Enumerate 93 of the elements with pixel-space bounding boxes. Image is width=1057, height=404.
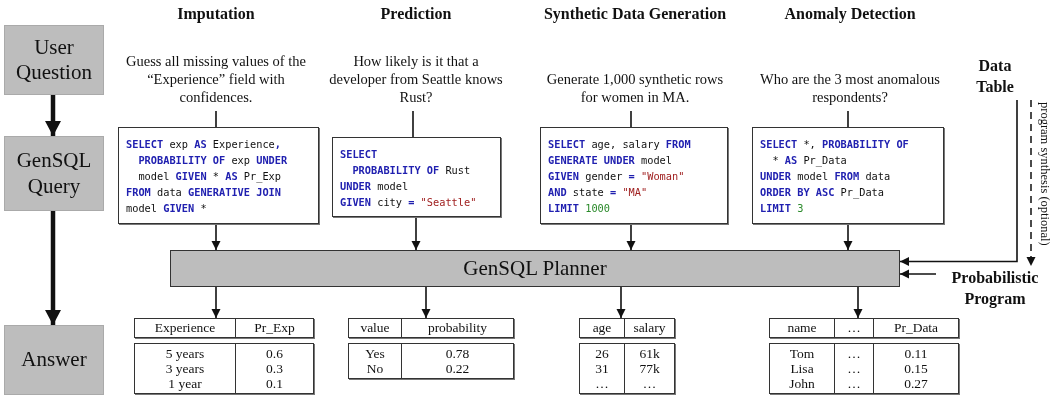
question-text: Generate 1,000 synthetic rows for women in MA. [545, 69, 725, 106]
table-cell: … [834, 343, 874, 361]
code-line: GIVEN city = "Seattle" [340, 195, 477, 210]
connector-line [847, 110, 849, 128]
code-line: PROBABILITY OF exp UNDER [137, 153, 288, 168]
table-cell: Yes [348, 343, 402, 361]
table-cell: … [834, 361, 874, 376]
code-line: GENERATE UNDER model [548, 153, 672, 168]
table-cell: … [624, 376, 675, 394]
table-cell: Lisa [769, 361, 835, 376]
table-cell: 0.22 [401, 361, 514, 379]
code-line: model GIVEN* AS Pr_Exp [137, 169, 281, 184]
table-cell: 61k [624, 343, 675, 361]
table-cell: 26 [579, 343, 625, 361]
table-cell: 0.3 [235, 361, 314, 376]
box-label: Answer [21, 347, 87, 373]
arrow [421, 286, 431, 319]
arrow [899, 99, 1018, 266]
connector-line [630, 110, 632, 128]
header-cell: salary [624, 318, 675, 338]
code-line: LIMIT 1000 [548, 201, 610, 216]
arrow [1026, 99, 1036, 267]
thick-arrow [45, 95, 61, 136]
task-heading: Anomaly Detection [784, 4, 916, 25]
table-cell: John [769, 376, 835, 394]
header-cell: Pr_Exp [235, 318, 314, 338]
code-line: UNDER model [340, 179, 409, 194]
arrow [211, 286, 221, 319]
code-line: AND state = "MA" [548, 185, 648, 200]
arrow [411, 216, 421, 251]
query-box [752, 127, 944, 224]
arrow [843, 223, 853, 251]
query-box [118, 127, 319, 224]
connector-line [412, 110, 414, 138]
code-line: LIMIT 3 [760, 201, 804, 216]
header-cell: age [579, 318, 625, 338]
arrow [616, 286, 626, 319]
table-cell: … [834, 376, 874, 394]
header-cell: … [834, 318, 874, 338]
stage-box [4, 325, 104, 395]
task-heading: Prediction [380, 4, 452, 24]
code-line: model GIVEN* [126, 201, 207, 216]
code-line: SELECT *, PROBABILITY OF [760, 137, 909, 152]
header-cell: value [348, 318, 402, 338]
task-heading: Imputation [177, 4, 255, 25]
table-cell: 0.27 [873, 376, 959, 394]
table-cell: 3 years [134, 361, 236, 376]
code-line: UNDER model FROM data [760, 169, 891, 184]
header-cell: Experience [134, 318, 236, 338]
input-label: Probabilistic Program [950, 268, 1040, 310]
table-cell: 5 years [134, 343, 236, 361]
planner-box [170, 250, 900, 287]
edge-label: program synthesis (optional) [1038, 102, 1052, 246]
question-text: Who are the 3 most anomalous respondents? [760, 69, 940, 106]
table-cell: No [348, 361, 402, 379]
task-heading: Synthetic Data Generation [543, 4, 727, 25]
table-cell: 0.78 [401, 343, 514, 361]
code-line: SELECT exp AS Experience, [126, 137, 281, 152]
box-label: User Question [15, 34, 93, 86]
code-line: ORDER BY ASC Pr_Data [760, 185, 884, 200]
box-label: GenSQL Query [15, 148, 93, 199]
code-line: GIVEN gender = "Woman" [548, 169, 685, 184]
arrow [211, 223, 221, 251]
table-cell: 1 year [134, 376, 236, 394]
code-line: PROBABILITY OF Rust [351, 163, 471, 178]
table-cell: Tom [769, 343, 835, 361]
arrow [899, 269, 937, 279]
arrow [853, 286, 863, 319]
table-cell: 77k [624, 361, 675, 376]
query-box [332, 137, 501, 217]
code-line: *AS Pr_Data [771, 153, 847, 168]
box-label: GenSQL Planner [463, 256, 607, 281]
table-cell: 0.1 [235, 376, 314, 394]
table-cell: 0.6 [235, 343, 314, 361]
input-label: Data Table [975, 56, 1015, 97]
header-cell: Pr_Data [873, 318, 959, 338]
table-cell: 31 [579, 361, 625, 376]
code-line: SELECT age, salary FROM [548, 137, 691, 152]
connector-line [215, 110, 217, 128]
table-cell: 0.11 [873, 343, 959, 361]
thick-arrow [45, 211, 61, 325]
question-text: How likely is it that a developer from Seattle knows Rust? [328, 51, 504, 106]
header-cell: name [769, 318, 835, 338]
query-box [540, 127, 728, 224]
stage-box [4, 25, 104, 95]
question-text: Guess all missing values of the “Experience” field with confidences. [125, 51, 307, 106]
arrow [626, 223, 636, 251]
stage-box [4, 136, 104, 211]
code-line: SELECT [340, 147, 378, 162]
code-line: FROM data GENERATIVE JOIN [126, 185, 281, 200]
table-cell: … [579, 376, 625, 394]
header-cell: probability [401, 318, 514, 338]
table-cell: 0.15 [873, 361, 959, 376]
